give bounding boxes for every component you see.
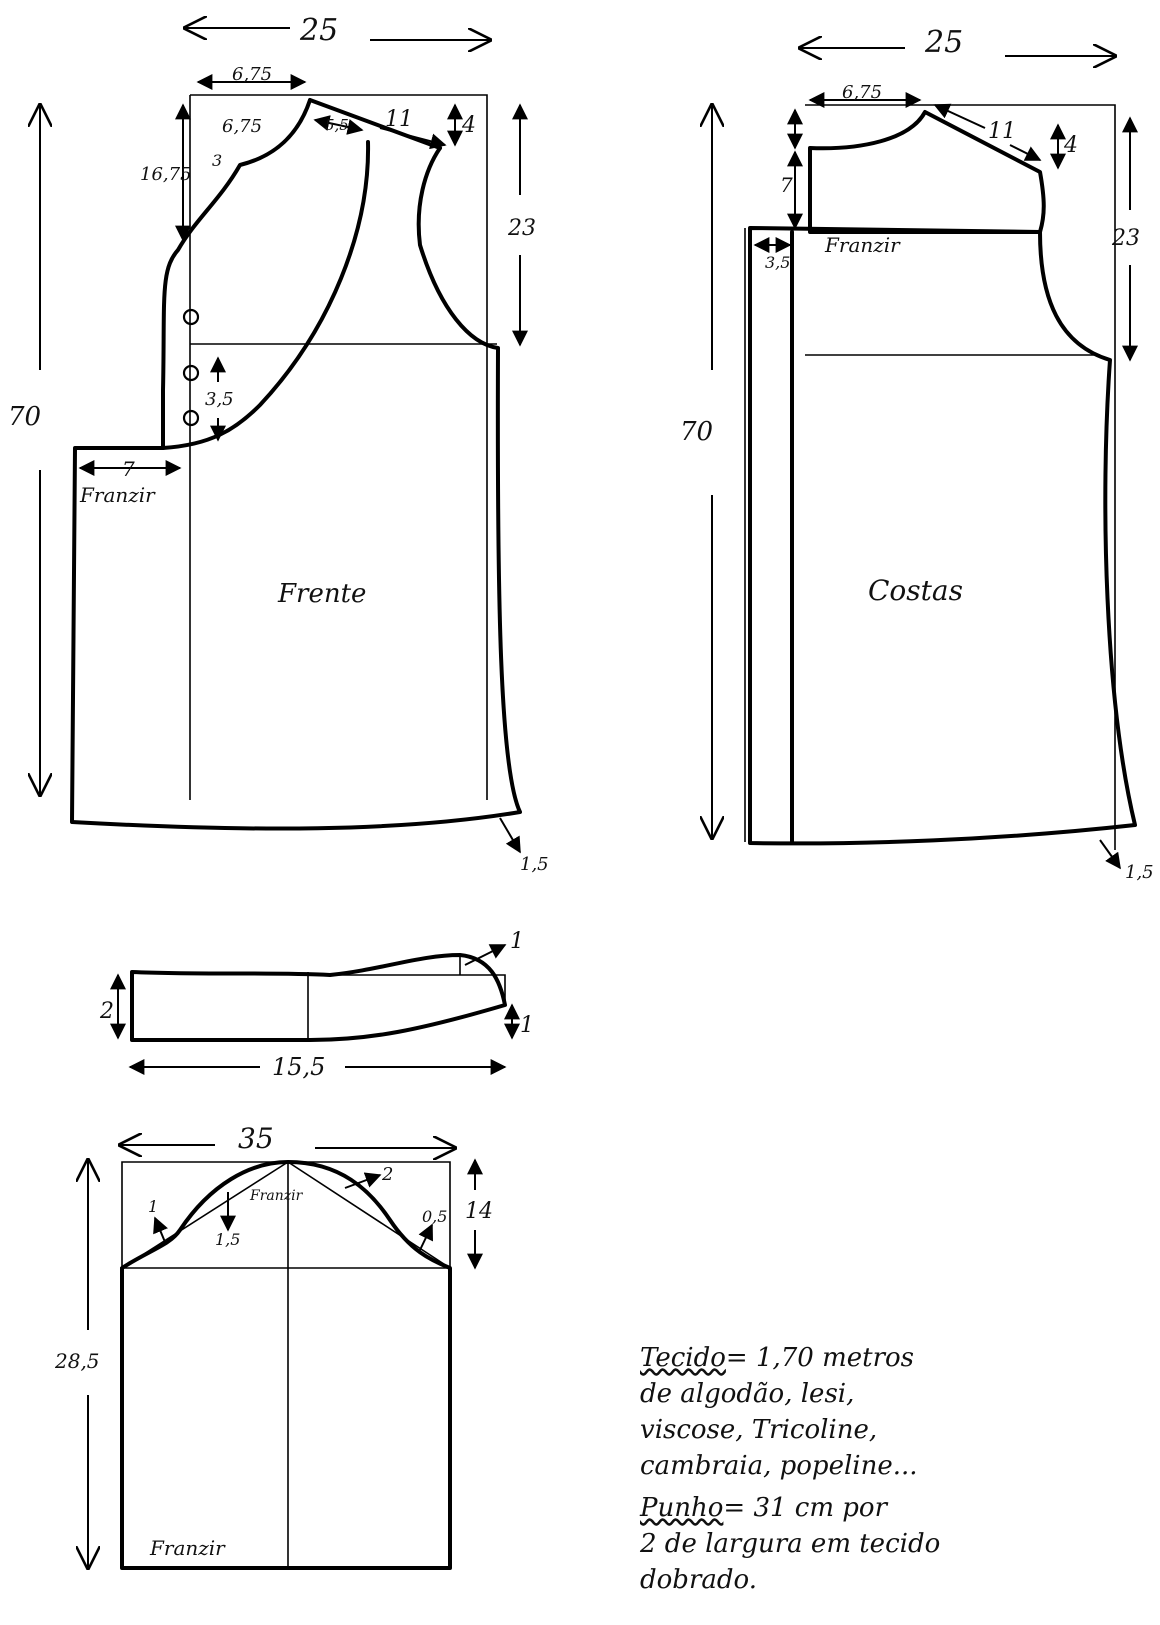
front-name-label: Frente bbox=[277, 579, 366, 609]
cuff-width: 2 de largura em tecido bbox=[640, 1529, 941, 1559]
button-circle bbox=[182, 364, 200, 382]
back-name-label: Costas bbox=[868, 574, 963, 607]
sleeve-width-label: 35 bbox=[238, 1122, 274, 1155]
back-body-outline bbox=[748, 226, 1137, 846]
back-gather-label: Franzir bbox=[824, 233, 901, 257]
front-placket-curve bbox=[161, 140, 371, 450]
cuff-fold: dobrado. bbox=[640, 1565, 757, 1595]
front-height-label: 70 bbox=[8, 402, 41, 432]
front-hem-drop-arrow bbox=[499, 817, 521, 854]
fabric-line: Tecido= 1,70 metros bbox=[640, 1340, 1060, 1376]
front-neck-width-label: 6,75 bbox=[232, 64, 272, 85]
sleeve-cap-label: Franzir bbox=[249, 1188, 304, 1204]
sleeve-offset-05-label: 0,5 bbox=[422, 1207, 447, 1226]
sleeve-offset-15-label: 1,5 bbox=[215, 1230, 240, 1249]
front-neck-depth-small-label: 6,75 bbox=[222, 116, 262, 137]
collar-guide bbox=[330, 974, 506, 1005]
sleeve-offset-2-arrow bbox=[344, 1172, 382, 1189]
button-circle bbox=[182, 308, 200, 326]
fabric-types-3: cambraia, popeline... bbox=[640, 1451, 918, 1481]
front-piece: 25 70 6,75 6,75 16,75 3 5,5 11 bbox=[8, 13, 549, 875]
cuff-size: = 31 cm por bbox=[723, 1493, 887, 1523]
sleeve-length-label: 28,5 bbox=[54, 1349, 100, 1373]
collar-length-label: 15,5 bbox=[272, 1053, 325, 1081]
front-placket-offset-arrow bbox=[313, 115, 364, 135]
collar-height-label: 2 bbox=[99, 999, 114, 1024]
back-armhole-label: 23 bbox=[1111, 226, 1140, 251]
back-yoke-outline bbox=[808, 110, 1046, 234]
back-shoulder-arrow-right bbox=[1009, 144, 1042, 161]
sleeve-guide-frame bbox=[121, 1161, 451, 1268]
sleeve-outline bbox=[120, 1160, 452, 1570]
sleeve-offset-1-arrow bbox=[153, 1216, 168, 1243]
fabric-types-1: de algodão, lesi, bbox=[640, 1379, 855, 1409]
collar-tip-side-label: 1 bbox=[520, 1013, 534, 1038]
sleeve-cap-height-label: 14 bbox=[465, 1199, 493, 1224]
collar-piece: 2 15,5 1 1 bbox=[99, 929, 534, 1081]
back-hem-drop-label: 1,5 bbox=[1125, 862, 1154, 883]
sleeve-offset-1-label: 1 bbox=[148, 1197, 158, 1216]
collar-outline bbox=[130, 953, 507, 1042]
fabric-label: Tecido bbox=[640, 1343, 726, 1373]
front-hem-drop-label: 1,5 bbox=[520, 854, 549, 875]
sleeve-cap-diagonal-right bbox=[287, 1161, 451, 1269]
back-piece: 25 70 6,75 11 4 23 7 3,5 Fran bbox=[680, 25, 1154, 883]
front-three-label: 3 bbox=[212, 151, 222, 170]
front-placket-offset-label: 5,5 bbox=[325, 116, 349, 134]
back-gather-width-label: 3,5 bbox=[765, 253, 790, 272]
back-width-label: 25 bbox=[924, 25, 963, 60]
sleeve-offset-2-label: 2 bbox=[381, 1164, 393, 1185]
collar-tip-rise-arrow bbox=[464, 944, 507, 966]
back-guide-frame bbox=[805, 104, 1116, 850]
button-circle bbox=[182, 409, 200, 427]
sleeve-offset-05-arrow bbox=[418, 1223, 433, 1251]
front-outline bbox=[70, 98, 522, 831]
front-gather-width-label: 7 bbox=[122, 457, 135, 481]
front-gather-label: Franzir bbox=[79, 483, 156, 507]
front-shoulder bbox=[308, 98, 442, 150]
back-yoke-depth-label: 7 bbox=[780, 173, 793, 197]
cuff-label: Punho bbox=[640, 1493, 724, 1523]
front-button-gap-label: 3,5 bbox=[205, 389, 234, 410]
front-width-label: 25 bbox=[299, 13, 338, 48]
front-shoulder-arrow bbox=[379, 127, 447, 150]
front-neck-depth-label: 16,75 bbox=[140, 164, 192, 185]
back-neck-width-label: 6,75 bbox=[842, 82, 882, 103]
sleeve-piece: 35 Franzir 14 28,5 1 1,5 2 0,5 Franzir bbox=[54, 1122, 493, 1570]
front-armhole-label: 23 bbox=[507, 216, 536, 241]
fabric-amount: = 1,70 metros bbox=[725, 1343, 915, 1373]
back-shoulder-arrow-left bbox=[933, 103, 986, 129]
back-shoulder-drop-label: 4 bbox=[1063, 133, 1078, 158]
collar-tip-rise-label: 1 bbox=[510, 929, 524, 954]
back-shoulder-label: 11 bbox=[988, 119, 1016, 144]
front-shoulder-label: 11 bbox=[385, 107, 413, 132]
back-height-label: 70 bbox=[680, 417, 713, 447]
front-shoulder-drop-label: 4 bbox=[461, 113, 476, 138]
front-guide-frame bbox=[190, 94, 488, 800]
cuff-line: Punho= 31 cm por bbox=[640, 1490, 1060, 1526]
fabric-types-2: viscose, Tricoline, bbox=[640, 1415, 878, 1445]
fabric-notes: Tecido= 1,70 metros de algodão, lesi, vi… bbox=[640, 1340, 1060, 1598]
back-hem-drop-arrow bbox=[1099, 839, 1121, 870]
sleeve-hem-label: Franzir bbox=[149, 1536, 226, 1560]
